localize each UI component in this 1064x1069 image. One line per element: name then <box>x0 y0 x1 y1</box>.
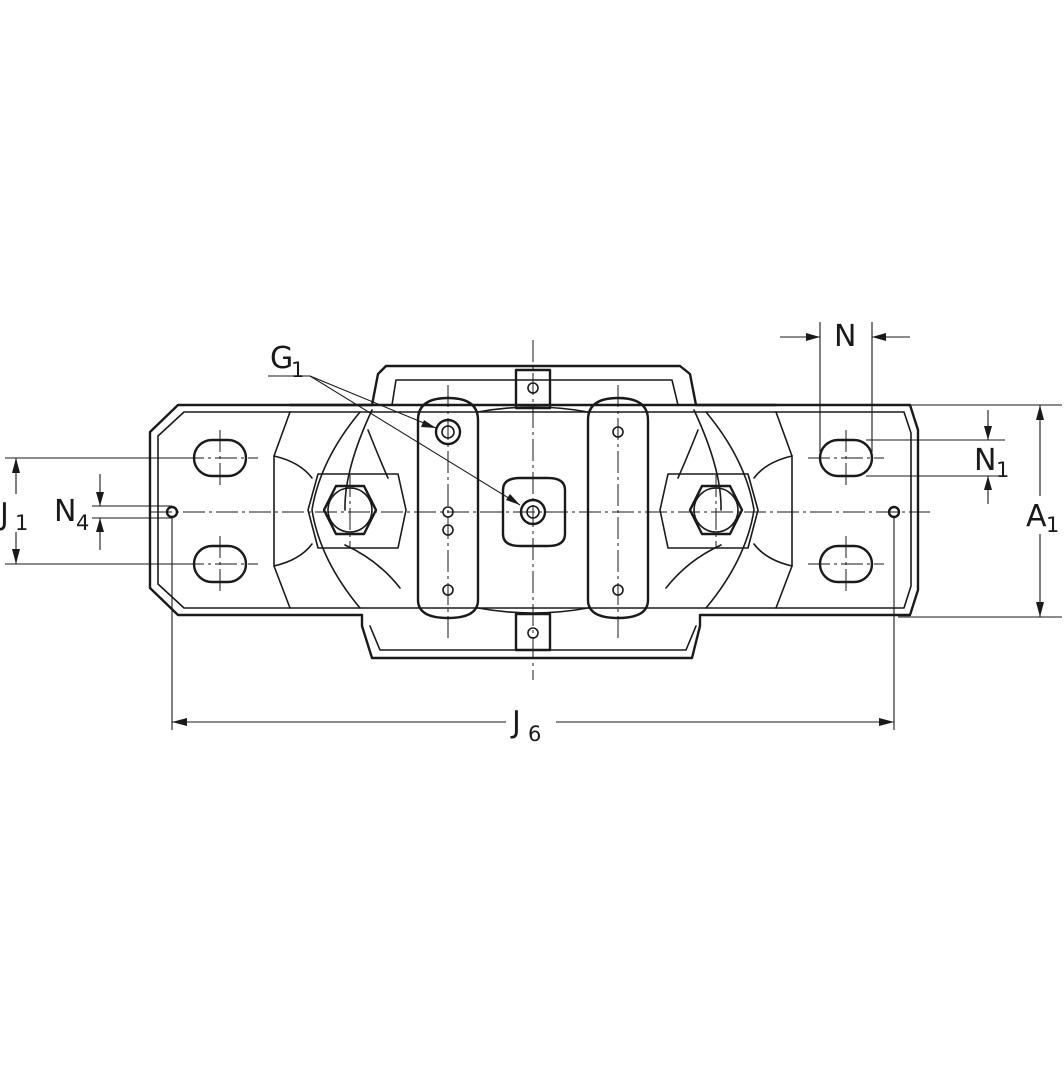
label-g1-main: G <box>270 341 293 376</box>
label-g1: G 1 <box>270 341 304 382</box>
label-j6: J 6 <box>510 705 541 746</box>
label-n-main: N <box>834 319 856 354</box>
dimension-n1 <box>866 410 1005 504</box>
dimension-n <box>780 322 910 452</box>
cap-lugs <box>416 396 650 620</box>
dimension-j6 <box>171 518 895 730</box>
housing-ribs <box>273 409 793 609</box>
label-n1-main: N <box>974 443 996 478</box>
bolt-pockets <box>307 473 759 549</box>
label-g1-sub: 1 <box>291 358 304 382</box>
dimension-j1 <box>5 457 194 565</box>
dimension-a1 <box>898 404 1062 618</box>
label-a1-main: A <box>1026 499 1047 534</box>
label-a1: A 1 <box>1026 499 1059 537</box>
label-n4-sub: 4 <box>76 511 89 535</box>
label-n4-main: N <box>54 494 76 529</box>
center-lines <box>150 340 930 680</box>
label-n: N <box>834 319 856 354</box>
label-j1-main: J <box>0 497 9 532</box>
label-j1: J 1 <box>0 497 28 535</box>
label-n1: N 1 <box>974 443 1009 482</box>
label-j6-sub: 6 <box>528 722 541 746</box>
label-a1-sub: 1 <box>1046 513 1059 537</box>
label-j1-sub: 1 <box>15 511 28 535</box>
label-j6-main: J <box>510 705 521 740</box>
label-n4: N 4 <box>54 494 89 535</box>
label-n1-sub: 1 <box>996 458 1009 482</box>
leader-g1 <box>268 375 521 506</box>
dimension-n4 <box>92 474 172 550</box>
